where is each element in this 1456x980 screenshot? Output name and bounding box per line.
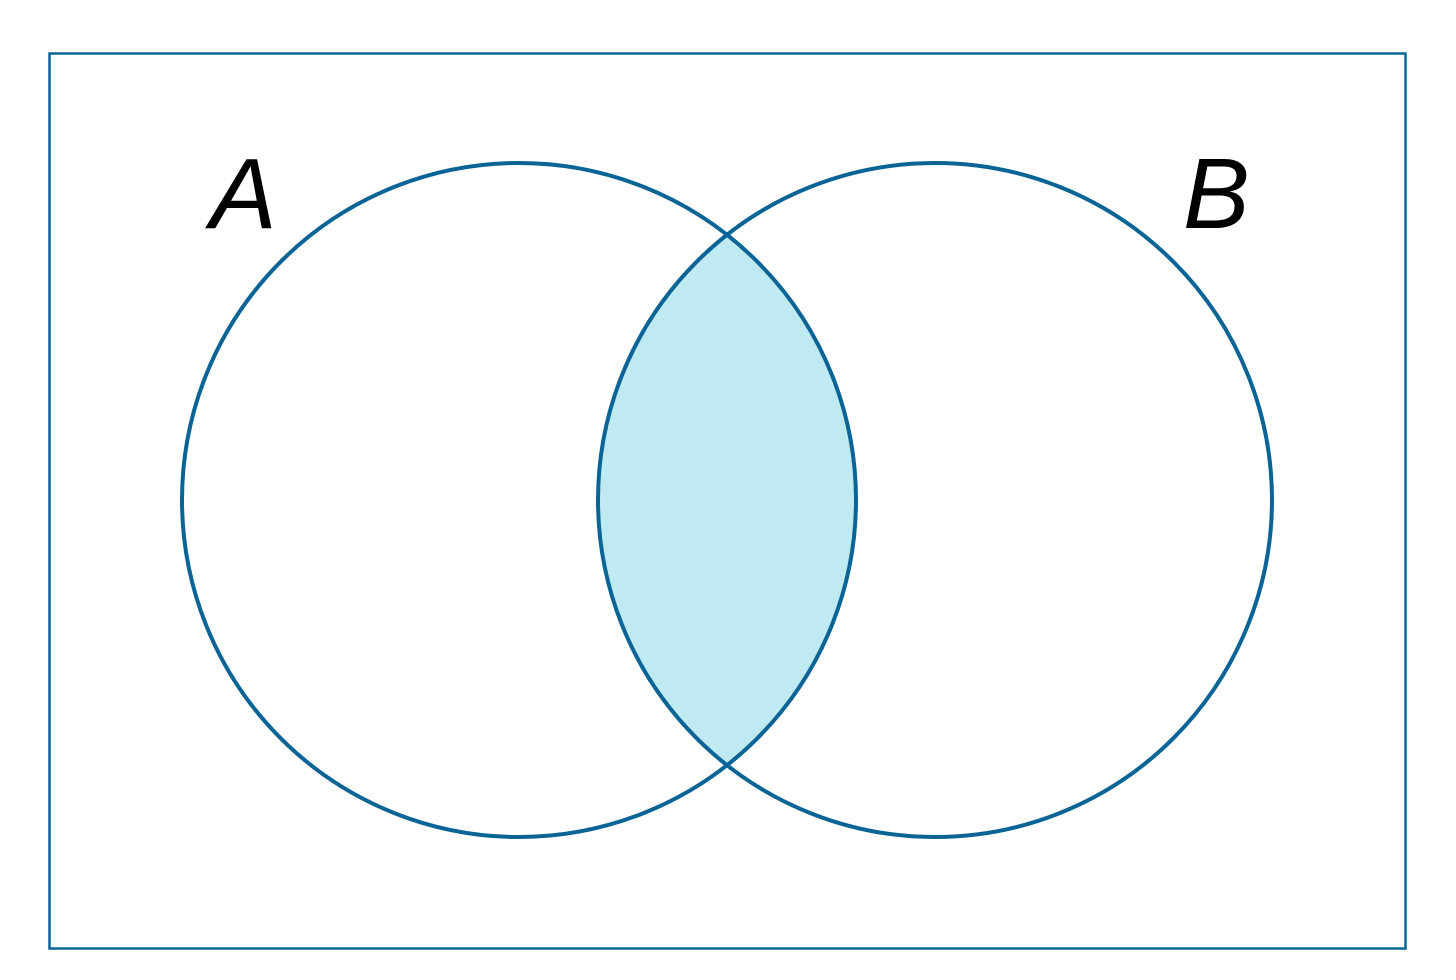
set-a-circle [180, 161, 858, 839]
set-b-circle [596, 161, 1274, 839]
set-b-label: B [1183, 138, 1250, 250]
intersection-shading [598, 163, 856, 837]
set-a-label: A [210, 138, 277, 250]
